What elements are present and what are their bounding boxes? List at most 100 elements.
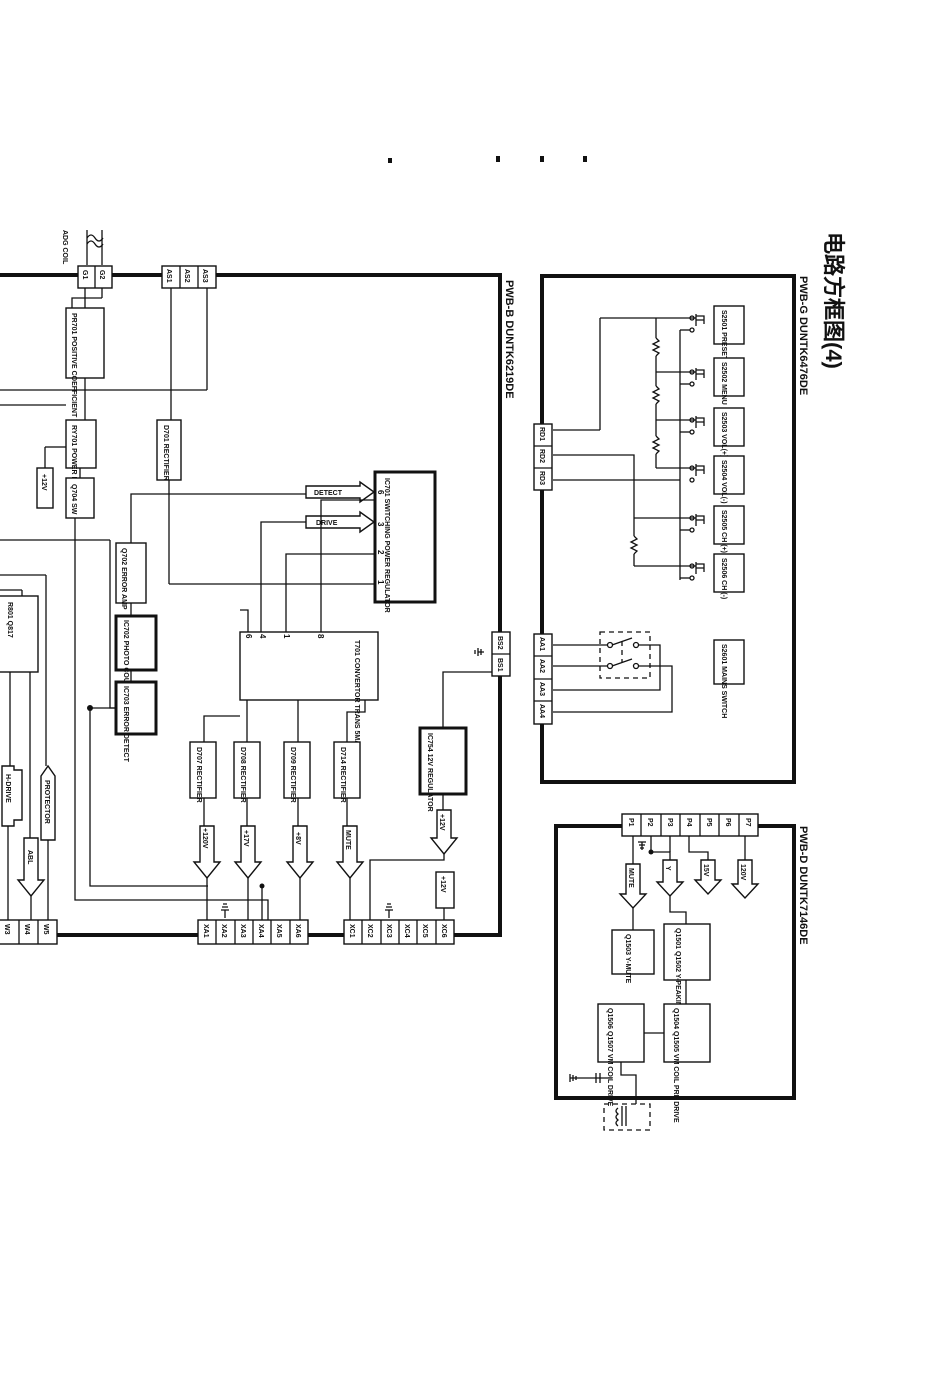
q1506-box xyxy=(597,1003,645,1063)
d708-box xyxy=(233,741,261,799)
svg-text:G1: G1 xyxy=(81,270,88,279)
connector-w: W3 W4 W5 xyxy=(0,919,58,945)
svg-text:P6: P6 xyxy=(724,818,731,827)
t701-box xyxy=(239,631,379,701)
svg-text:XC5: XC5 xyxy=(421,924,428,938)
svg-text:XA3: XA3 xyxy=(239,924,246,938)
scan-marks xyxy=(388,156,587,163)
out-mute-arrow: MUTE xyxy=(335,825,365,880)
svg-text:AA1: AA1 xyxy=(538,637,545,651)
q702-label: Q702 ERROR AMP xyxy=(120,548,127,610)
protector-arrow: PROTECTOR xyxy=(40,764,56,841)
ic703-label: IC703 ERROR DETECT xyxy=(122,686,129,763)
connector-bs: BS2 BS1 xyxy=(491,631,511,677)
switch-s2504[interactable]: S2504 VOL(-) xyxy=(713,455,745,504)
d709-box xyxy=(283,741,311,799)
svg-text:PROTECTOR: PROTECTOR xyxy=(43,780,50,824)
r801-box xyxy=(0,595,39,673)
ic701-pin3: 3 xyxy=(376,522,385,527)
mains-switch-frame xyxy=(599,631,651,679)
page-title: 电路方框图(4) xyxy=(821,232,846,369)
svg-text:+120V: +120V xyxy=(201,828,208,849)
pwb-d-15v-arrow: 15V xyxy=(693,859,723,896)
svg-text:S2502 MENU: S2502 MENU xyxy=(720,362,727,405)
ic703-box xyxy=(114,680,158,736)
svg-text:DETECT: DETECT xyxy=(314,490,343,497)
out-12v-box-c: +12V xyxy=(435,871,455,909)
q1503-label: Q1503 Y-MUTE xyxy=(624,934,631,984)
svg-text:AS3: AS3 xyxy=(201,269,208,283)
d709-label: D709 RECTIFIER xyxy=(289,747,296,803)
t701-pin1: 1 xyxy=(282,634,291,639)
svg-text:W5: W5 xyxy=(42,924,49,935)
pwb-d-y-arrow: Y xyxy=(655,859,685,898)
connector-as: AS1 AS2 AS3 xyxy=(161,265,217,289)
ic702-label: IC702 PHOTO COUPLER xyxy=(122,620,129,702)
connector-aa: AA1 AA2 AA3 AA4 xyxy=(533,633,553,725)
t701-label: T701 CONVERTOR TRANS 5MA99 xyxy=(353,640,360,753)
connector-p: P1 P2 P3 P4 P5 P6 P7 xyxy=(621,813,759,837)
ic754-box xyxy=(418,726,468,796)
svg-text:XA1: XA1 xyxy=(202,924,209,938)
d701-label: D701 RECTIFIER xyxy=(162,425,169,481)
svg-text:XA2: XA2 xyxy=(220,924,227,938)
svg-text:120V: 120V xyxy=(739,864,746,881)
out-12v-arrow-b: +12V xyxy=(429,809,459,856)
svg-text:XC1: XC1 xyxy=(348,924,355,938)
svg-text:AA2: AA2 xyxy=(538,659,545,673)
q1501-label: Q1501 Q1502 Y-PEAKING xyxy=(674,928,681,1013)
switch-s2601-mains[interactable]: S2601 MAINS SWITCH xyxy=(713,639,745,718)
svg-text:+17V: +17V xyxy=(242,830,249,847)
svg-text:W4: W4 xyxy=(23,924,30,935)
switch-s2503[interactable]: S2503 VOL(+) xyxy=(713,407,745,457)
svg-text:MUTE: MUTE xyxy=(627,868,634,888)
connector-xc: XC1 XC2 XC3 XC4 XC5 XC6 xyxy=(343,919,455,945)
switch-s2501[interactable]: S2501 PRESET xyxy=(713,305,745,361)
switch-s2506[interactable]: S2506 CH (-) xyxy=(713,553,745,599)
ic701-pin1: 1 xyxy=(376,580,385,585)
pwb-g-label: PWB-G DUNTK6476DE xyxy=(797,276,809,395)
svg-text:XC6: XC6 xyxy=(440,924,447,938)
svg-text:+12V: +12V xyxy=(439,876,446,893)
q1504-label: Q1504 Q1505 VM COIL PRE DRIVE xyxy=(672,1008,679,1123)
svg-text:P7: P7 xyxy=(744,818,751,827)
switch-s2502[interactable]: S2502 MENU xyxy=(713,357,745,405)
svg-text:15V: 15V xyxy=(702,864,709,877)
ry701-box xyxy=(65,419,97,469)
ic701-pin2: 2 xyxy=(376,550,385,555)
pwb-b-label: PWB-B DUNTK6219DE xyxy=(503,280,515,399)
svg-text:AA4: AA4 xyxy=(538,704,545,718)
ic754-label: IC754 12V REGULATOR xyxy=(426,733,433,812)
svg-text:H-DRIVE: H-DRIVE xyxy=(4,774,11,803)
svg-text:P5: P5 xyxy=(705,818,712,827)
d714-box xyxy=(333,741,361,799)
svg-text:+8V: +8V xyxy=(294,832,301,845)
svg-text:XC4: XC4 xyxy=(403,924,410,938)
svg-text:XA6: XA6 xyxy=(294,924,301,938)
mains-switch-symbol xyxy=(553,637,673,713)
drive-arrow: DRIVE xyxy=(305,510,376,534)
svg-text:AS1: AS1 xyxy=(165,269,172,283)
switch-s2505[interactable]: S2505 CH (+) xyxy=(713,505,745,553)
q1506-label: Q1506 Q1507 VM COIL DRIVE xyxy=(606,1008,613,1107)
svg-text:RD3: RD3 xyxy=(538,471,545,485)
pr701-label: PR701 POSITIVE COEFFICIENT THERMISTOR xyxy=(70,313,77,465)
pushbutton-symbols xyxy=(689,314,705,581)
svg-text:S2505 CH (+): S2505 CH (+) xyxy=(720,510,727,553)
svg-text:MUTE: MUTE xyxy=(344,830,351,850)
svg-text:P2: P2 xyxy=(646,818,653,827)
abl-arrow: ABL xyxy=(16,837,46,898)
svg-text:S2601 MAINS SWITCH: S2601 MAINS SWITCH xyxy=(720,644,727,718)
svg-text:XA4: XA4 xyxy=(257,924,264,938)
plus12v-label-a: +12V xyxy=(40,474,47,491)
svg-text:+12V: +12V xyxy=(438,814,445,831)
svg-text:P4: P4 xyxy=(685,818,692,827)
adg-coil: ADG COIL xyxy=(61,230,104,265)
svg-text:S2506 CH (-): S2506 CH (-) xyxy=(720,558,727,599)
svg-text:BS1: BS1 xyxy=(496,658,503,672)
svg-text:DRIVE: DRIVE xyxy=(316,520,338,527)
r801-label: R801 Q817 xyxy=(6,602,13,638)
d708-label: D708 RECTIFIER xyxy=(239,747,246,803)
d707-box xyxy=(189,741,217,799)
q1503-box xyxy=(611,929,655,975)
